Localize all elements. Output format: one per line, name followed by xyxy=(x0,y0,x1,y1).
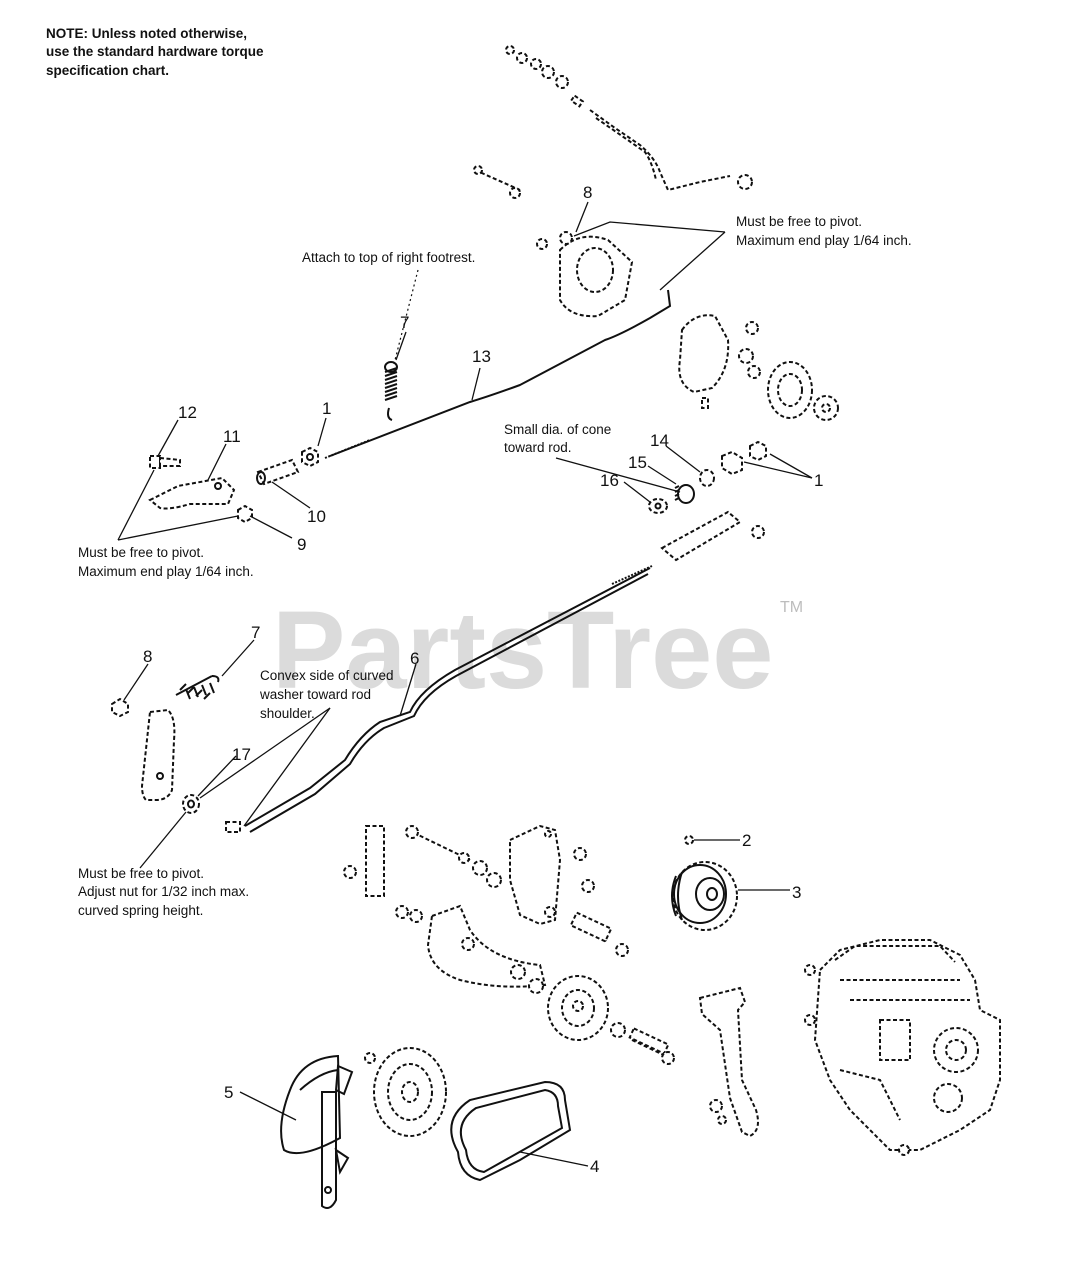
callout-5: 5 xyxy=(224,1083,233,1102)
rod-6 xyxy=(244,567,651,827)
callout-16: 16 xyxy=(600,471,619,490)
callout-1-left: 1 xyxy=(322,399,331,418)
top-linkage-hardware xyxy=(473,45,753,199)
rod-6-inner xyxy=(249,573,649,833)
top-bracket xyxy=(536,231,634,318)
note: NOTE: Unless noted otherwise, use the st… xyxy=(46,26,264,78)
callout-7-top: 7 xyxy=(400,313,409,332)
leader-lines xyxy=(117,201,813,1167)
bracket-plate-left xyxy=(140,708,176,801)
bracket-arm-right xyxy=(698,986,759,1138)
annotation-pivot-left: Must be free to pivot. Maximum end play … xyxy=(78,545,254,579)
callout-8-bottom: 8 xyxy=(143,647,152,666)
annotation-convex-line3: shoulder. xyxy=(260,706,315,721)
belt-guard-5 xyxy=(280,1054,354,1209)
callout-11: 11 xyxy=(223,427,241,446)
annotation-cone-line1: Small dia. of cone xyxy=(504,422,611,437)
callout-12: 12 xyxy=(178,403,197,422)
spring-7-top xyxy=(384,361,398,421)
annotation-cone-line2: toward rod. xyxy=(504,440,572,455)
annotation-convex-line2: washer toward rod xyxy=(259,687,371,702)
bracket-11 xyxy=(148,476,236,510)
note-line-1: NOTE: Unless noted otherwise, xyxy=(46,26,247,41)
annotation-pivot-left-line2: Maximum end play 1/64 inch. xyxy=(78,564,254,579)
drive-pulley xyxy=(364,1047,447,1137)
rod-6-thread xyxy=(611,565,653,585)
belt-4 xyxy=(450,1080,572,1182)
callout-4: 4 xyxy=(590,1157,599,1176)
callout-2: 2 xyxy=(742,831,751,850)
watermark-trademark: TM xyxy=(780,599,803,616)
annotation-pivot-bottom: Must be free to pivot. Adjust nut for 1/… xyxy=(78,866,249,918)
callout-9: 9 xyxy=(297,535,306,554)
annotation-pivot-bottom-line2: Adjust nut for 1/32 inch max. xyxy=(78,884,249,899)
callout-6: 6 xyxy=(410,649,419,668)
rod-13-thread xyxy=(324,439,371,459)
nut-8-bottom xyxy=(111,697,129,718)
sleeve-10 xyxy=(256,458,300,486)
nut-2 xyxy=(684,835,694,845)
watermark-text: PartsTree xyxy=(272,589,773,712)
annotation-convex: Convex side of curved washer toward rod … xyxy=(259,668,394,721)
washer-17 xyxy=(182,794,200,814)
rod-6-end xyxy=(225,821,241,833)
nut-1-left xyxy=(301,446,319,468)
lower-center-assembly xyxy=(343,824,675,1065)
hardware-14-15-16 xyxy=(648,440,767,514)
annotation-pivot-top-line2: Maximum end play 1/64 inch. xyxy=(736,233,912,248)
rod-13 xyxy=(329,289,672,457)
callout-13: 13 xyxy=(472,347,491,366)
clevis-6 xyxy=(660,510,765,562)
nut-9 xyxy=(237,504,253,524)
annotation-pivot-bottom-line1: Must be free to pivot. xyxy=(78,866,204,881)
callout-8-top: 8 xyxy=(583,183,592,202)
annotation-pivot-top-line1: Must be free to pivot. xyxy=(736,214,862,229)
transaxle xyxy=(804,939,1001,1156)
annotation-pivot-bottom-line3: curved spring height. xyxy=(78,903,203,918)
annotation-convex-line1: Convex side of curved xyxy=(260,668,394,683)
annotation-pivot-left-line1: Must be free to pivot. xyxy=(78,545,204,560)
note-line-2: use the standard hardware torque xyxy=(46,44,264,59)
callout-17: 17 xyxy=(232,745,251,764)
annotation-footrest-line1: Attach to top of right footrest. xyxy=(302,250,475,265)
callout-1-right: 1 xyxy=(814,471,823,490)
idler-pulley-3 xyxy=(671,861,738,931)
clutch-assembly-right xyxy=(678,314,839,421)
callout-numbers: 8 7 13 1 12 11 10 9 14 15 16 1 6 7 8 17 … xyxy=(143,183,823,1176)
callout-15: 15 xyxy=(628,453,647,472)
annotation-cone: Small dia. of cone toward rod. xyxy=(504,422,611,455)
callout-14: 14 xyxy=(650,431,669,450)
callout-3: 3 xyxy=(792,883,801,902)
spring-7-bottom xyxy=(175,675,220,700)
annotation-pivot-top: Must be free to pivot. Maximum end play … xyxy=(736,214,912,248)
annotation-footrest: Attach to top of right footrest. xyxy=(302,250,475,265)
bolt-12 xyxy=(149,455,181,469)
note-line-3: specification chart. xyxy=(46,63,169,78)
callout-7-bottom: 7 xyxy=(251,623,260,642)
callout-10: 10 xyxy=(307,507,326,526)
